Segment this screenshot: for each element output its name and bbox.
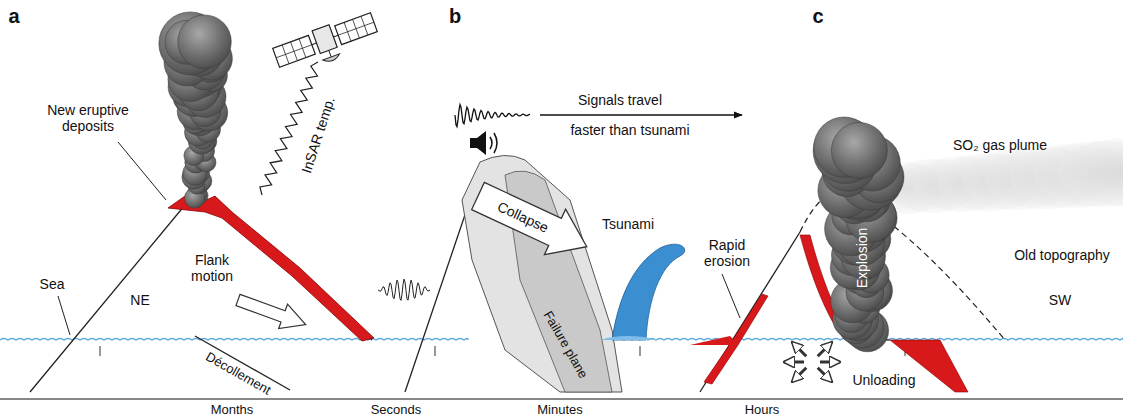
water	[600, 336, 660, 340]
insar-beam	[260, 62, 318, 195]
speaker-icon	[470, 131, 497, 155]
direction-label: SW	[1049, 292, 1072, 308]
failure-plane-label: Failure plane	[540, 309, 591, 382]
sea-label: Sea	[40, 276, 65, 292]
plume-puff	[831, 123, 887, 179]
signal-label: Signals travel	[578, 92, 662, 108]
seismic-signal	[378, 279, 430, 300]
unloading-arrow	[792, 368, 806, 382]
unloading-arrow	[820, 361, 840, 364]
direction-label: NE	[130, 292, 149, 308]
unloading-arrow	[792, 342, 806, 356]
erosion-label: Rapid erosion	[691, 237, 763, 269]
volcano-a	[30, 142, 374, 392]
insar-label: InSAR temp.	[298, 95, 338, 175]
unloading-arrow	[818, 342, 832, 356]
signal-label: faster than tsunami	[570, 122, 689, 138]
tsunami-label: Tsunami	[602, 216, 654, 232]
explosion-plume	[813, 117, 904, 352]
time-label: Seconds	[371, 403, 422, 418]
time-label: Minutes	[537, 403, 583, 418]
timeline	[0, 398, 1123, 399]
sea-line	[0, 339, 468, 341]
unloading-label: Unloading	[852, 372, 915, 388]
unloading-arrow	[818, 368, 832, 382]
eruption-plume	[159, 12, 233, 208]
tsunami-wave	[612, 244, 685, 340]
satellite	[272, 10, 382, 78]
deposit-label: New eruptive deposits	[38, 102, 138, 134]
explosion-label: Explosion	[854, 228, 870, 289]
plume-puff	[178, 15, 232, 69]
panel-letter: b	[449, 5, 461, 28]
signal-arrow	[540, 114, 742, 115]
gas-label: SO₂ gas plume	[953, 137, 1047, 153]
collapse	[405, 155, 622, 392]
time-label: Hours	[745, 403, 780, 418]
motion-label: Flank motion	[181, 252, 243, 284]
gas-cloud	[1057, 138, 1123, 206]
time-label: Months	[211, 403, 254, 418]
collapse-label: Collapse	[495, 198, 551, 236]
unloading-arrows	[784, 342, 840, 382]
decollement-label: Décollement	[203, 350, 273, 399]
seismic-signal	[455, 105, 530, 127]
topography-label: Old topography	[1014, 247, 1110, 263]
unloading-arrow	[784, 361, 804, 364]
panel-letter: a	[8, 5, 19, 28]
panel-letter: c	[812, 5, 823, 28]
